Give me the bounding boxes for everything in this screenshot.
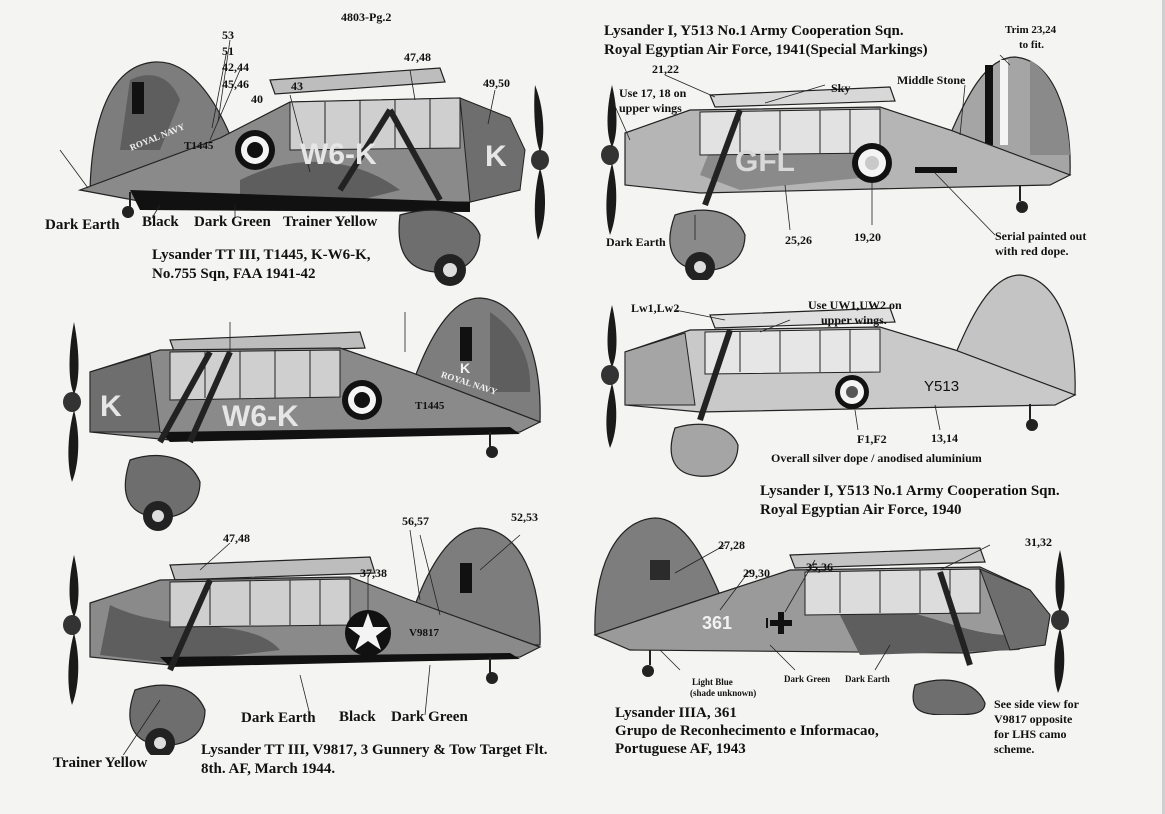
- v9817-colour-black: Black: [339, 709, 376, 725]
- v9817-colour-dark-earth: Dark Earth: [241, 710, 316, 726]
- colour-dark-earth: Dark Earth: [45, 217, 120, 233]
- callout-53: 53: [222, 28, 234, 42]
- note-dark-earth-pt: Dark Earth: [845, 674, 890, 684]
- egypt1941-header-2: Royal Egyptian Air Force, 1941(Special M…: [604, 42, 928, 58]
- callout-31-32: 31,32: [1025, 535, 1052, 549]
- callout-37-38: 37,38: [360, 566, 387, 580]
- egypt1940-caption-1: Lysander I, Y513 No.1 Army Cooperation S…: [760, 483, 1060, 499]
- callout-40: 40: [251, 92, 263, 106]
- lysander-v9817: [63, 527, 542, 755]
- callout-49-50: 49,50: [483, 76, 510, 90]
- colour-trainer-yellow: Trainer Yellow: [283, 214, 378, 230]
- portugal-caption-2: Grupo de Reconhecimento e Informacao,: [615, 723, 879, 739]
- portugal-caption-3: Portuguese AF, 1943: [615, 741, 746, 757]
- note-see-view-4: scheme.: [994, 742, 1035, 756]
- caption-line-2: No.755 Sqn, FAA 1941-42: [152, 266, 316, 282]
- colour-black: Black: [142, 214, 179, 230]
- portugal-caption-1: Lysander IIIA, 361: [615, 705, 737, 721]
- note-see-view-1: See side view for: [994, 697, 1079, 711]
- v9817-colour-trainer-yellow: Trainer Yellow: [53, 755, 148, 771]
- callout-27-28: 27,28: [718, 538, 745, 552]
- callout-lw1-lw2: Lw1,Lw2: [631, 301, 680, 315]
- callout-13-14: 13,14: [931, 431, 958, 445]
- callout-29-30: 29,30: [743, 566, 770, 580]
- note-see-view-2: V9817 opposite: [994, 712, 1073, 726]
- note-uw-2: upper wings.: [821, 313, 887, 327]
- callout-f1-f2: F1,F2: [857, 432, 887, 446]
- caption-line-1: Lysander TT III, T1445, K-W6-K,: [152, 247, 371, 263]
- note-dark-earth: Dark Earth: [606, 235, 666, 249]
- serial-t1445: T1445: [184, 140, 214, 152]
- serial-t1445-rhs: T1445: [415, 400, 445, 412]
- callout-47-48: 47,48: [404, 50, 431, 64]
- lysander-portugal-361: [593, 517, 1069, 715]
- egypt1940-caption-2: Royal Egyptian Air Force, 1940: [760, 502, 962, 518]
- v9817-colour-dark-green: Dark Green: [391, 709, 468, 725]
- note-trim-1: Trim 23,24: [1005, 24, 1057, 36]
- callout-19-20: 19,20: [854, 230, 881, 244]
- serial-v9817: V9817: [409, 627, 439, 639]
- note-dark-green: Dark Green: [784, 674, 831, 684]
- callout-43: 43: [291, 79, 303, 93]
- note-serial-2: with red dope.: [995, 244, 1069, 258]
- note-serial-1: Serial painted out: [995, 229, 1087, 243]
- callout-51: 51: [222, 44, 234, 58]
- callout-35-36: 35,36: [806, 560, 833, 574]
- code-gfl: GFL: [735, 145, 795, 178]
- note-wings-2: upper wings: [619, 101, 682, 115]
- note-wings-1: Use 17, 18 on: [619, 86, 687, 100]
- callout-56-57: 56,57: [402, 514, 429, 528]
- note-light-blue-1: Light Blue: [692, 677, 733, 687]
- v9817-caption-line-2: 8th. AF, March 1944.: [201, 761, 336, 777]
- code-361: 361: [702, 613, 733, 633]
- lysander-egypt-1941: [601, 55, 1072, 280]
- callout-21-22: 21,22: [652, 62, 679, 76]
- egypt1941-header-1: Lysander I, Y513 No.1 Army Cooperation S…: [604, 23, 904, 39]
- note-see-view-3: for LHS camo: [994, 727, 1067, 741]
- code-k: K: [485, 140, 507, 173]
- lysander-t1445-rhs-view: [63, 297, 542, 531]
- note-middle-stone: Middle Stone: [897, 73, 966, 87]
- lysander-egypt-1940: [601, 274, 1077, 477]
- callout-45-46: 45,46: [222, 77, 249, 91]
- note-uw-1: Use UW1,UW2 on: [808, 298, 902, 312]
- note-sky: Sky: [831, 81, 851, 95]
- v9817-caption-line-1: Lysander TT III, V9817, 3 Gunnery & Tow …: [201, 742, 548, 758]
- note-finish: Overall silver dope / anodised aluminium: [771, 451, 982, 465]
- colour-dark-green: Dark Green: [194, 214, 271, 230]
- callout-42-44: 42,44: [222, 60, 249, 74]
- scan-edge: [1162, 0, 1165, 814]
- lysander-t1445-lhs-view: [59, 40, 549, 286]
- serial-y513: Y513: [924, 378, 960, 395]
- code-w6k-rhs: W6-K: [222, 400, 299, 433]
- fin-code-k: K: [460, 360, 471, 376]
- code-w6k: W6-K: [300, 138, 377, 171]
- callout-25-26: 25,26: [785, 233, 812, 247]
- note-light-blue-2: (shade unknown): [690, 688, 757, 698]
- callout-52-53: 52,53: [511, 510, 538, 524]
- code-k-rhs: K: [100, 390, 122, 423]
- callout-47-48-v9817: 47,48: [223, 531, 250, 545]
- note-trim-2: to fit.: [1019, 39, 1045, 51]
- page-ref: 4803-Pg.2: [341, 10, 392, 24]
